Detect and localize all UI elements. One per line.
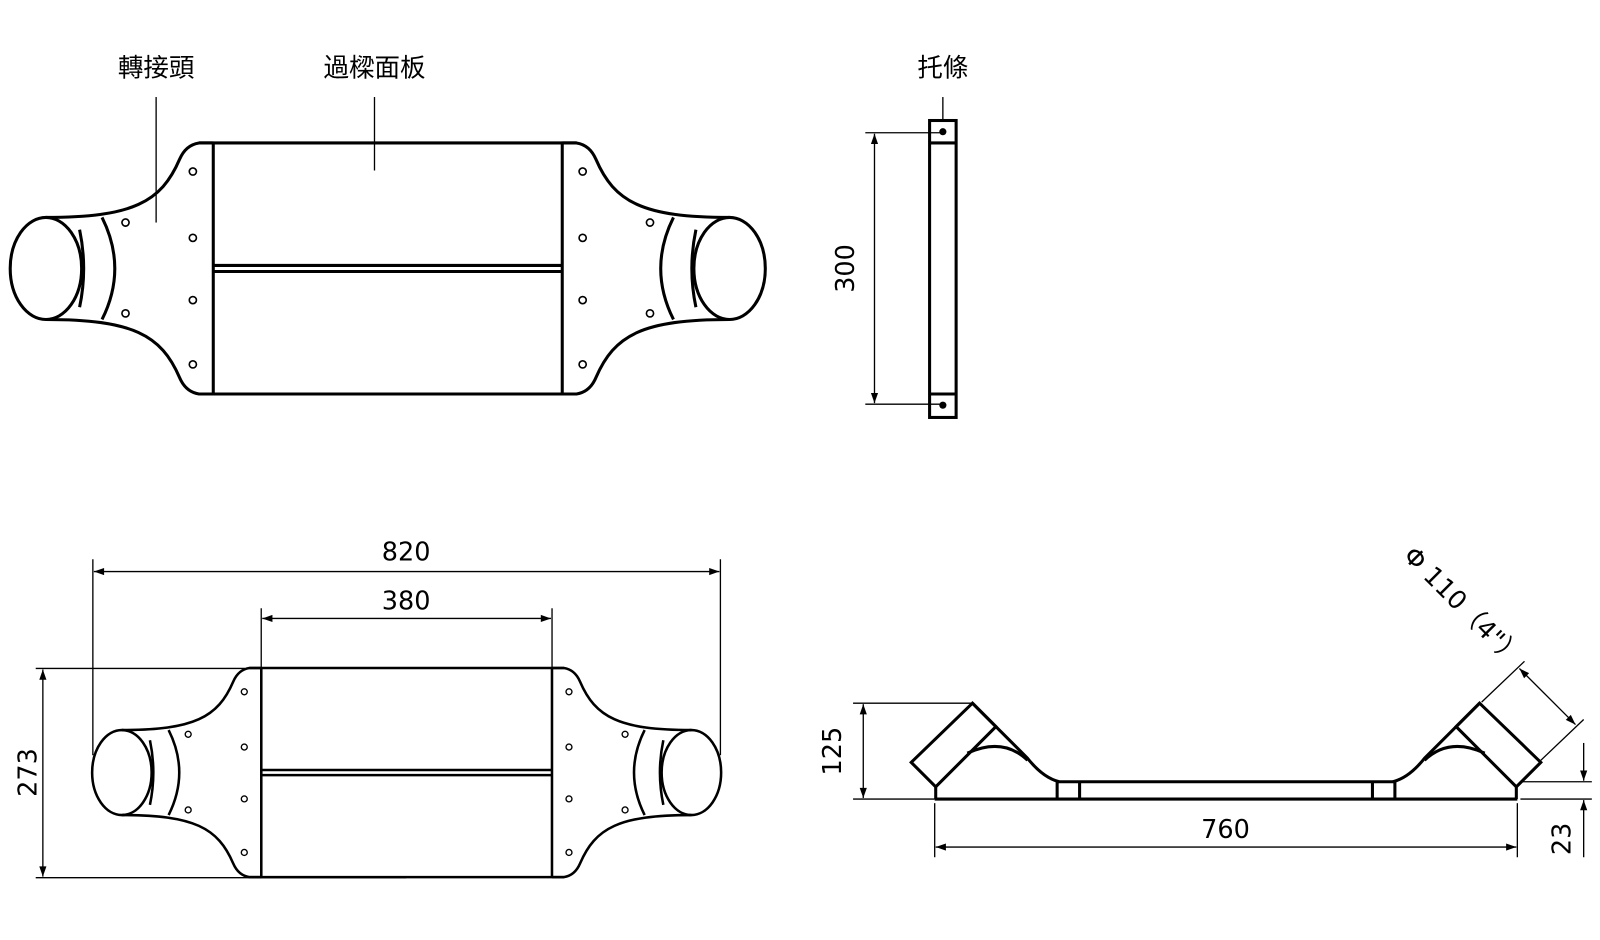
bracket-label: 托條 — [917, 54, 968, 84]
dim-bracket-height: 300 — [831, 244, 861, 293]
front-view — [853, 660, 1592, 858]
dim-base-thickness: 23 — [1547, 823, 1577, 855]
dim-overall-height: 273 — [14, 748, 44, 797]
bracket-view — [865, 97, 958, 419]
adapter-label: 轉接頭 — [118, 54, 195, 84]
dim-front-length: 760 — [1201, 815, 1250, 845]
top-view — [10, 143, 765, 394]
dimensioned-top-view — [35, 559, 721, 877]
dim-front-height: 125 — [818, 727, 848, 776]
dim-overall-length: 820 — [382, 537, 431, 567]
dim-pipe-diameter: Φ 110（4"） — [1397, 541, 1528, 672]
panel-label: 過樑面板 — [323, 54, 425, 84]
dim-panel-width: 380 — [382, 586, 431, 616]
